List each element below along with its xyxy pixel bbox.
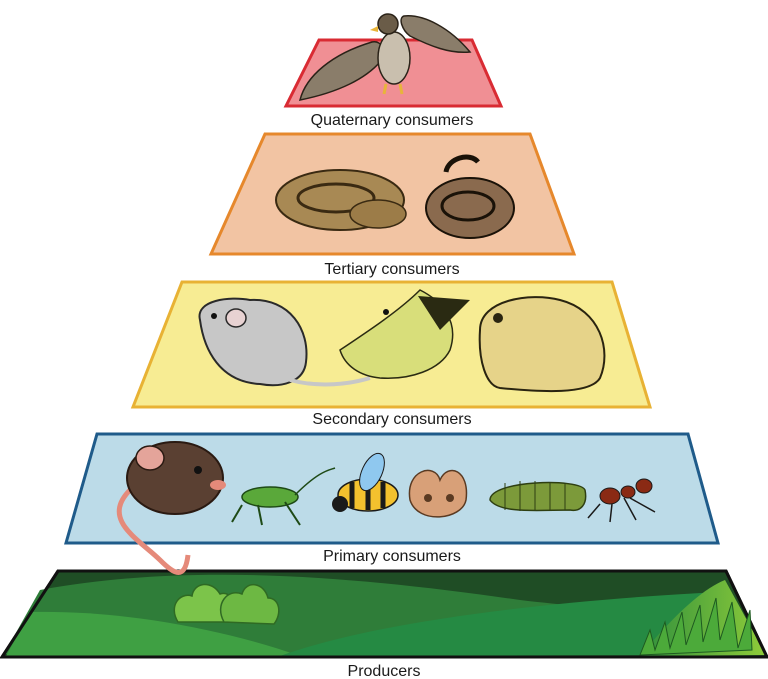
primary-consumers-label: Primary consumers [323, 548, 461, 565]
moth-icon [409, 470, 466, 516]
quaternary-consumers-label: Quaternary consumers [311, 112, 474, 129]
tertiary-consumers-level [211, 134, 574, 254]
coiled-snake-light-icon [276, 170, 406, 230]
producers-label: Producers [348, 663, 421, 679]
tertiary-consumers-label: Tertiary consumers [324, 261, 459, 278]
secondary-consumers-label: Secondary consumers [312, 411, 471, 428]
producers-level [2, 571, 767, 657]
quaternary-consumers-level [286, 14, 501, 106]
secondary-consumers-level [133, 282, 650, 407]
